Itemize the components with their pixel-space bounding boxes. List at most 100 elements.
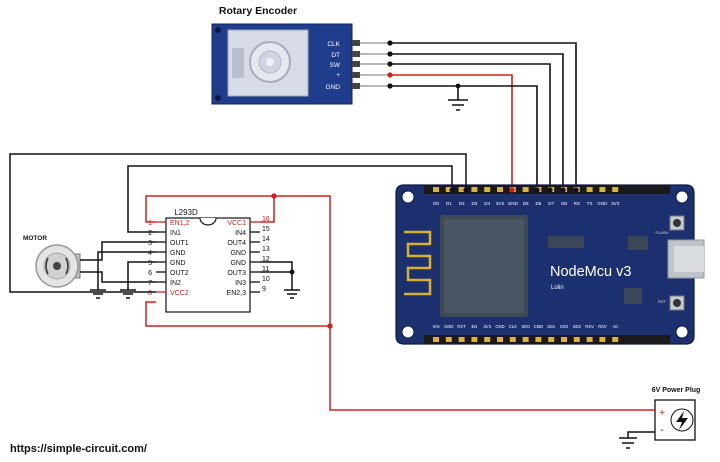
motor-label: MOTOR xyxy=(23,235,47,242)
bottom-pin-label: GND xyxy=(444,324,453,329)
power-plug-title: 6V Power Plug xyxy=(652,387,701,394)
header-pin xyxy=(522,187,529,192)
header-pin xyxy=(497,337,503,342)
rotary-encoder-module: CLK DT SW + GND xyxy=(211,23,353,105)
top-pin-label: D8 xyxy=(561,201,567,206)
chip-pin-label: EN2,3 xyxy=(227,290,247,297)
header-pin xyxy=(548,337,555,342)
bottom-pin-label: A0 xyxy=(613,324,619,329)
header-pin xyxy=(471,337,478,342)
lightning-icon xyxy=(676,411,688,430)
header-pin xyxy=(484,187,491,192)
top-pin-label: RX xyxy=(574,201,580,206)
bottom-pin-label: CMD xyxy=(534,324,544,329)
header-pin xyxy=(433,337,439,342)
nodemcu-title: NodeMcu v3 xyxy=(550,264,631,280)
chip-pin-number: 3 xyxy=(148,240,152,247)
bottom-pin-label: RSV xyxy=(585,324,594,329)
encoder-wires xyxy=(390,42,577,190)
chip-pin-number: 15 xyxy=(262,226,270,233)
chip-pin-number: 1 xyxy=(148,220,152,227)
chip-pin-label: IN1 xyxy=(170,230,181,237)
header-pin xyxy=(458,337,465,342)
ground-symbol xyxy=(120,289,136,299)
bottom-pin-label: SD0 xyxy=(522,324,531,329)
encoder-pin-clk: CLK xyxy=(327,41,340,48)
chip-pin-number: 8 xyxy=(148,290,152,297)
bottom-pin-label: SD1 xyxy=(547,324,556,329)
top-pin-label: D6 xyxy=(535,201,541,206)
chip-pin-number: 4 xyxy=(148,250,152,257)
header-pin xyxy=(561,337,567,342)
encoder-pin-gnd: GND xyxy=(326,84,341,91)
chip-pin-label: VCC1 xyxy=(227,220,246,227)
flash-label: FLASH xyxy=(656,230,669,235)
chip-pin-label: IN2 xyxy=(170,280,181,287)
bottom-pin-label: GND xyxy=(495,324,504,329)
nodemcu-subtitle: Lolin xyxy=(551,285,564,291)
chip-pin-label: IN4 xyxy=(235,230,246,237)
encoder-pin-plus: + xyxy=(336,72,340,79)
header-pins xyxy=(433,187,619,342)
chip-pin-label: GND xyxy=(170,250,186,257)
power-plug: 6V Power Plug + - xyxy=(619,387,701,449)
bottom-pin-label: RST xyxy=(457,324,466,329)
top-pin-label: GND xyxy=(508,201,519,206)
dc-motor: MOTOR xyxy=(23,235,81,288)
top-pin-label: D0 xyxy=(433,201,439,206)
plug-plus: + xyxy=(659,408,665,419)
ground-symbol xyxy=(284,289,300,299)
driver-wires xyxy=(9,153,467,293)
chip-pin-number: 5 xyxy=(148,260,152,267)
chip-pin-number: 11 xyxy=(262,266,269,273)
chip-pin-label: OUT2 xyxy=(170,270,189,277)
bottom-pin-label: SD2 xyxy=(560,324,569,329)
chip-pin-label: GND xyxy=(230,260,246,267)
encoder-pin-sw: SW xyxy=(330,62,341,69)
top-pin-label: D1 xyxy=(446,201,452,206)
top-pin-label: D3 xyxy=(471,201,477,206)
ground-symbol xyxy=(90,289,106,299)
chip-pin-label: GND xyxy=(170,260,186,267)
header-pin xyxy=(445,187,452,192)
top-pin-label: D4 xyxy=(484,201,490,206)
chip-pin-number: 16 xyxy=(262,216,270,223)
bottom-pin-label: 3V3 xyxy=(483,324,491,329)
top-pin-label: TX xyxy=(587,201,593,206)
encoder-header xyxy=(352,40,390,89)
chip-pin-number: 9 xyxy=(262,286,266,293)
chip-pin-number: 7 xyxy=(148,280,152,287)
top-pin-label: GND xyxy=(597,201,608,206)
header-pin xyxy=(522,337,529,342)
top-pin-label: D7 xyxy=(548,201,554,206)
header-pin xyxy=(599,187,606,192)
chip-pin-number: 14 xyxy=(262,236,270,243)
chip-pin-label: VCC2 xyxy=(170,290,189,297)
header-pin xyxy=(458,187,465,192)
chip-pin-label: IN3 xyxy=(235,280,246,287)
header-pin xyxy=(612,337,619,342)
reset-label: RST xyxy=(658,299,667,304)
header-pin xyxy=(445,337,452,342)
header-pin xyxy=(586,187,593,192)
chip-pin-label: EN1,2 xyxy=(170,220,190,227)
ground-symbol xyxy=(448,99,468,111)
wire-junction xyxy=(534,187,540,193)
chip-pin-label: OUT1 xyxy=(170,240,189,247)
wire-junction xyxy=(509,187,515,193)
bottom-pin-label: SD3 xyxy=(573,324,582,329)
bottom-pin-label: EN xyxy=(471,324,477,329)
encoder-pin-dt: DT xyxy=(331,52,340,59)
wire-junction xyxy=(560,187,566,193)
bottom-pin-label: RSV xyxy=(598,324,607,329)
chip-pin-label: OUT3 xyxy=(227,270,246,277)
source-url[interactable]: https://simple-circuit.com/ xyxy=(10,443,147,455)
header-pin xyxy=(509,337,516,342)
chip-pin-label: OUT4 xyxy=(227,240,246,247)
chip-pin-label: GND xyxy=(230,250,246,257)
header-pin xyxy=(433,187,439,192)
